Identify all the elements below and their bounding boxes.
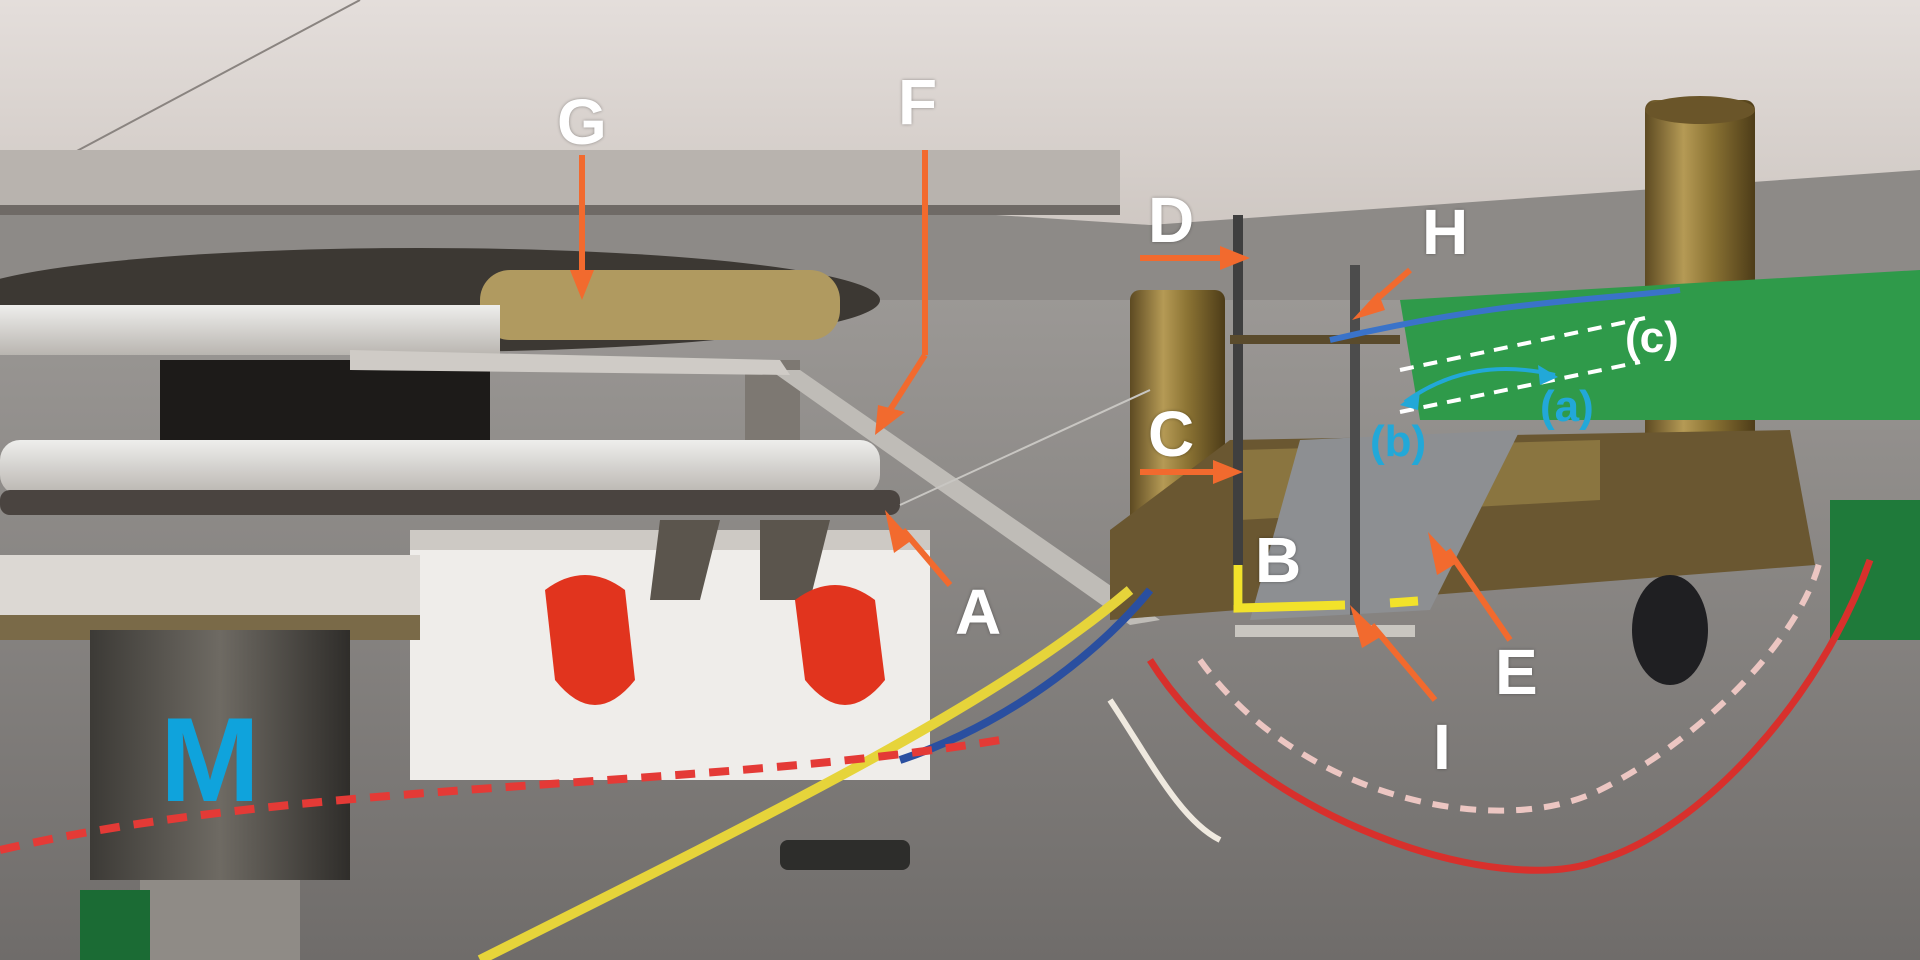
metal-rail-edge bbox=[0, 205, 1120, 215]
arrow-G-head bbox=[570, 270, 594, 300]
blue-wire-2 bbox=[1329, 287, 1681, 343]
arrow-F-head bbox=[875, 405, 905, 435]
arrow-E-line bbox=[1445, 548, 1513, 642]
cyan-arc-head-left bbox=[1400, 390, 1420, 410]
label-F: F bbox=[898, 66, 938, 138]
dark-gap bbox=[160, 360, 490, 440]
metal-rail bbox=[0, 150, 1120, 210]
red-white-wire-right bbox=[1197, 559, 1823, 814]
label-A: A bbox=[955, 576, 1002, 648]
wire-horizontal bbox=[1230, 335, 1400, 344]
brass-post-right-top bbox=[1645, 96, 1755, 124]
arrow-C-head bbox=[1213, 460, 1243, 484]
yellow-bracket-marker bbox=[1233, 565, 1346, 613]
thread bbox=[899, 389, 1151, 506]
label-M: M bbox=[160, 693, 260, 827]
label-c: (c) bbox=[1625, 313, 1679, 362]
arrow-I-line bbox=[1369, 623, 1438, 702]
lower-disc-edge bbox=[0, 490, 900, 515]
dash-line-upper bbox=[1399, 316, 1646, 372]
label-D: D bbox=[1148, 184, 1195, 256]
blue-wire bbox=[898, 587, 1154, 764]
label-C: C bbox=[1148, 398, 1195, 470]
motor-bottom bbox=[140, 880, 300, 960]
arrow-F-diag bbox=[887, 353, 928, 412]
cyan-arc-head-right bbox=[1538, 365, 1558, 385]
arrow-A-head bbox=[885, 510, 912, 553]
connector bbox=[780, 840, 910, 870]
left-rail bbox=[0, 555, 420, 615]
label-H: H bbox=[1422, 196, 1469, 268]
steel-plate bbox=[1250, 430, 1520, 620]
metal-contact-right bbox=[760, 520, 830, 600]
red-clip-right bbox=[795, 585, 885, 705]
motor-body bbox=[90, 630, 350, 880]
arrow-I-head bbox=[1350, 605, 1382, 648]
label-E: E bbox=[1495, 636, 1538, 708]
label-G: G bbox=[557, 86, 607, 158]
yellow-wire bbox=[477, 586, 1134, 960]
yellow-dash-marker bbox=[1389, 596, 1419, 608]
ceiling-crease bbox=[59, 0, 361, 161]
bracket-foot bbox=[1235, 625, 1415, 637]
red-wire bbox=[1147, 558, 1874, 874]
circuit-bit bbox=[80, 890, 150, 960]
label-B: B bbox=[1255, 524, 1302, 596]
label-a: (a) bbox=[1540, 382, 1594, 431]
wire-H-vertical bbox=[1350, 265, 1360, 615]
label-I: I bbox=[1433, 711, 1451, 783]
cyan-angle-arc bbox=[1403, 367, 1556, 404]
capacitor bbox=[1632, 575, 1708, 685]
label-b: (b) bbox=[1370, 417, 1427, 466]
lever-blade bbox=[770, 370, 1160, 625]
lower-disc bbox=[0, 440, 880, 495]
lever-arm bbox=[350, 350, 790, 375]
arrow-E-head bbox=[1428, 532, 1457, 575]
metal-contact-left bbox=[650, 520, 720, 600]
upper-disc bbox=[0, 305, 500, 355]
wire-D-vertical bbox=[1233, 215, 1243, 605]
dash-line-lower bbox=[1399, 360, 1641, 414]
white-wire bbox=[1107, 698, 1222, 843]
brass-gear-rim bbox=[480, 270, 840, 340]
red-white-wire bbox=[0, 736, 1001, 854]
arrow-H-head bbox=[1352, 292, 1385, 320]
arrow-D-head bbox=[1220, 246, 1250, 270]
red-clip-left bbox=[545, 575, 635, 705]
arrows bbox=[570, 150, 1513, 702]
